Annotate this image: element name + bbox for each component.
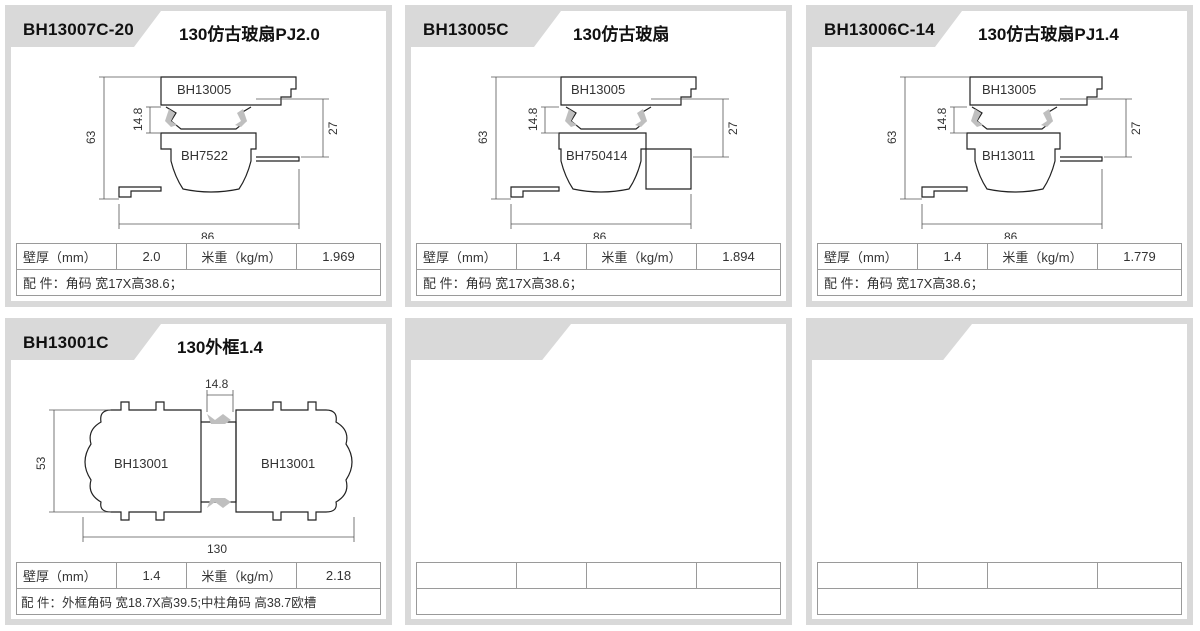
weight-label: 米重（kg/m） (186, 243, 297, 270)
card-tab (411, 11, 561, 47)
accessory-note: 配 件：角码 宽17X高38.6； (817, 269, 1182, 296)
profile-name: 130仿古玻扇 (573, 25, 670, 44)
label-main: BH7522 (181, 148, 228, 163)
dim-width: 86 (201, 230, 215, 239)
spec-table: 壁厚（mm） 1.4 米重（kg/m） 2.18 配 件：外框角码 宽18.7X… (16, 562, 381, 615)
profile-card-1: BH13007C-20 130仿古玻扇PJ2.0 (5, 5, 392, 307)
card-tab (11, 11, 161, 47)
dim-side: 27 (326, 121, 340, 135)
wall-label: 壁厚（mm） (817, 243, 918, 270)
empty-cell (987, 562, 1098, 589)
weight-value: 1.894 (696, 243, 781, 270)
wall-label: 壁厚（mm） (16, 243, 117, 270)
spec-table-empty (817, 562, 1182, 615)
empty-cell (516, 562, 587, 589)
profile-drawing: BH13005 BH13011 63 14.8 27 86 (885, 76, 1143, 239)
label-left: BH13001 (114, 456, 168, 471)
empty-cell (696, 562, 781, 589)
dim-side: 27 (1129, 121, 1143, 135)
empty-cell (586, 562, 697, 589)
empty-cell (817, 562, 918, 589)
profile-card-2: BH13005C 130仿古玻扇 (405, 5, 792, 307)
empty-cell (1097, 562, 1182, 589)
wall-label: 壁厚（mm） (416, 243, 517, 270)
dim-height: 63 (885, 130, 899, 144)
weight-value: 2.18 (296, 562, 381, 589)
empty-cell (917, 562, 988, 589)
label-main: BH750414 (566, 148, 627, 163)
dim-gap: 14.8 (131, 107, 145, 131)
dim-width: 130 (207, 542, 227, 556)
card-tab (11, 324, 161, 360)
profile-drawing: 14.8 BH13001 BH13001 53 130 (34, 377, 355, 556)
spec-table: 壁厚（mm） 2.0 米重（kg/m） 1.969 配 件：角码 宽17X高38… (16, 243, 381, 296)
profile-code: BH13005C (423, 20, 509, 39)
empty-cell (416, 562, 517, 589)
profile-card-3: BH13006C-14 130仿古玻扇PJ1.4 (806, 5, 1193, 307)
label-top: BH13005 (571, 82, 625, 97)
accessory-note: 配 件：外框角码 宽18.7X高39.5;中柱角码 高38.7欧槽 (16, 588, 381, 615)
profile-drawing: BH13005 BH750414 63 14.8 27 86 (476, 76, 740, 239)
wall-value: 1.4 (116, 562, 187, 589)
wall-value: 1.4 (516, 243, 587, 270)
profile-name: 130仿古玻扇PJ2.0 (179, 25, 320, 44)
empty-cell (416, 588, 781, 615)
empty-card-2 (806, 318, 1193, 625)
dim-gap: 14.8 (526, 107, 540, 131)
spec-table: 壁厚（mm） 1.4 米重（kg/m） 1.894 配 件：角码 宽17X高38… (416, 243, 781, 296)
dim-height: 63 (84, 130, 98, 144)
weight-value: 1.779 (1097, 243, 1182, 270)
wall-value: 2.0 (116, 243, 187, 270)
profile-drawing: BH13005 BH7522 63 14.8 27 86 (84, 76, 340, 239)
dim-width: 86 (593, 230, 607, 239)
card-tab (812, 11, 962, 47)
profile-code: BH13007C-20 (23, 20, 134, 39)
dim-gap: 14.8 (935, 107, 949, 131)
label-top: BH13005 (177, 82, 231, 97)
label-top: BH13005 (982, 82, 1036, 97)
profile-code: BH13006C-14 (824, 20, 935, 39)
weight-label: 米重（kg/m） (987, 243, 1098, 270)
spec-table-empty (416, 562, 781, 615)
dim-side: 27 (726, 121, 740, 135)
wall-label: 壁厚（mm） (16, 562, 117, 589)
profile-name: 130外框1.4 (177, 338, 263, 357)
card-tab (411, 324, 571, 360)
card-tab (812, 324, 972, 360)
accessory-note: 配 件：角码 宽17X高38.6； (416, 269, 781, 296)
dim-gap: 14.8 (205, 377, 229, 391)
profile-code: BH13001C (23, 333, 109, 352)
dim-height: 53 (34, 456, 48, 470)
empty-card-1 (405, 318, 792, 625)
profile-card-4: BH13001C 130外框1.4 (5, 318, 392, 625)
accessory-note: 配 件：角码 宽17X高38.6； (16, 269, 381, 296)
empty-cell (817, 588, 1182, 615)
dim-width: 86 (1004, 230, 1018, 239)
label-right: BH13001 (261, 456, 315, 471)
profile-name: 130仿古玻扇PJ1.4 (978, 25, 1119, 44)
weight-value: 1.969 (296, 243, 381, 270)
wall-value: 1.4 (917, 243, 988, 270)
spec-table: 壁厚（mm） 1.4 米重（kg/m） 1.779 配 件：角码 宽17X高38… (817, 243, 1182, 296)
weight-label: 米重（kg/m） (586, 243, 697, 270)
dim-height: 63 (476, 130, 490, 144)
label-main: BH13011 (982, 148, 1035, 163)
weight-label: 米重（kg/m） (186, 562, 297, 589)
